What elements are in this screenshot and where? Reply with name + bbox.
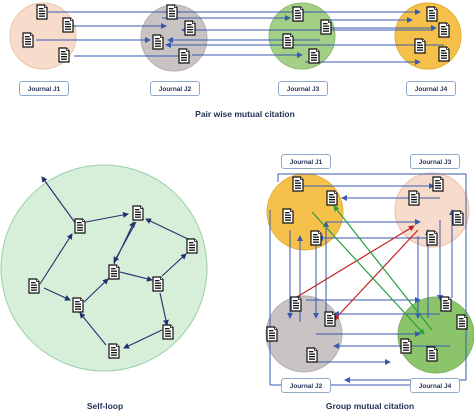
document-icon: [438, 46, 450, 62]
document-icon: [308, 48, 320, 64]
document-icon: [266, 326, 278, 342]
pairwise-panel: [9, 2, 462, 72]
pairwise-caption: Pair wise mutual citation: [195, 109, 295, 119]
document-icon: [28, 278, 40, 294]
document-icon: [36, 4, 48, 20]
document-icon: [400, 338, 412, 354]
document-icon: [456, 314, 468, 330]
document-icon: [152, 34, 164, 50]
group-panel: [265, 172, 474, 388]
document-icon: [184, 20, 196, 36]
self-loop-panel: [0, 164, 208, 372]
document-icon: [166, 4, 178, 20]
document-icon: [310, 230, 322, 246]
document-icon: [108, 343, 120, 359]
document-icon: [426, 6, 438, 22]
document-icon: [426, 346, 438, 362]
self-loop-caption: Self-loop: [86, 401, 124, 411]
pairwise-citation-arrows: [36, 9, 444, 65]
group-caption: Group mutual citation: [325, 401, 415, 411]
group-journal-j3-label: Journal J3: [410, 154, 460, 169]
document-icon: [132, 205, 144, 221]
document-icon: [414, 38, 426, 54]
document-icon: [320, 19, 332, 35]
group-j4-circle: [397, 296, 474, 374]
document-icon: [290, 296, 302, 312]
document-icon: [62, 17, 74, 33]
document-icon: [324, 311, 336, 327]
document-icon: [72, 297, 84, 313]
self-loop-citation-arrows: [39, 176, 191, 349]
group-j1-circle: [266, 173, 344, 251]
document-icon: [178, 48, 190, 64]
group-journal-j1-label: Journal J1: [281, 154, 331, 169]
document-icon: [152, 276, 164, 292]
pairwise-documents: [22, 4, 450, 64]
document-icon: [408, 190, 420, 206]
document-icon: [306, 347, 318, 363]
document-icon: [282, 208, 294, 224]
document-icon: [452, 210, 464, 226]
group-vertical-arrows: [287, 209, 455, 322]
group-horizontal-arrows: [300, 183, 450, 365]
self-loop-circle: [0, 164, 208, 372]
document-icon: [432, 176, 444, 192]
journal-j3-label: Journal J3: [278, 81, 328, 96]
document-icon: [326, 190, 338, 206]
document-icon: [426, 230, 438, 246]
document-icon: [162, 324, 174, 340]
document-icon: [186, 238, 198, 254]
document-icon: [438, 22, 450, 38]
document-icon: [74, 218, 86, 234]
journal-j4-label: Journal J4: [406, 81, 456, 96]
document-icon: [292, 176, 304, 192]
group-diagonal-arrows: [291, 205, 433, 335]
document-icon: [292, 6, 304, 22]
document-icon: [440, 296, 452, 312]
journal-j2-label: Journal J2: [150, 81, 200, 96]
document-icon: [58, 47, 70, 63]
group-journal-j4-label: Journal J4: [410, 378, 460, 393]
document-icon: [22, 32, 34, 48]
document-icon: [108, 264, 120, 280]
document-icon: [282, 33, 294, 49]
group-journal-j2-label: Journal J2: [281, 378, 331, 393]
journal-j1-label: Journal J1: [19, 81, 69, 96]
